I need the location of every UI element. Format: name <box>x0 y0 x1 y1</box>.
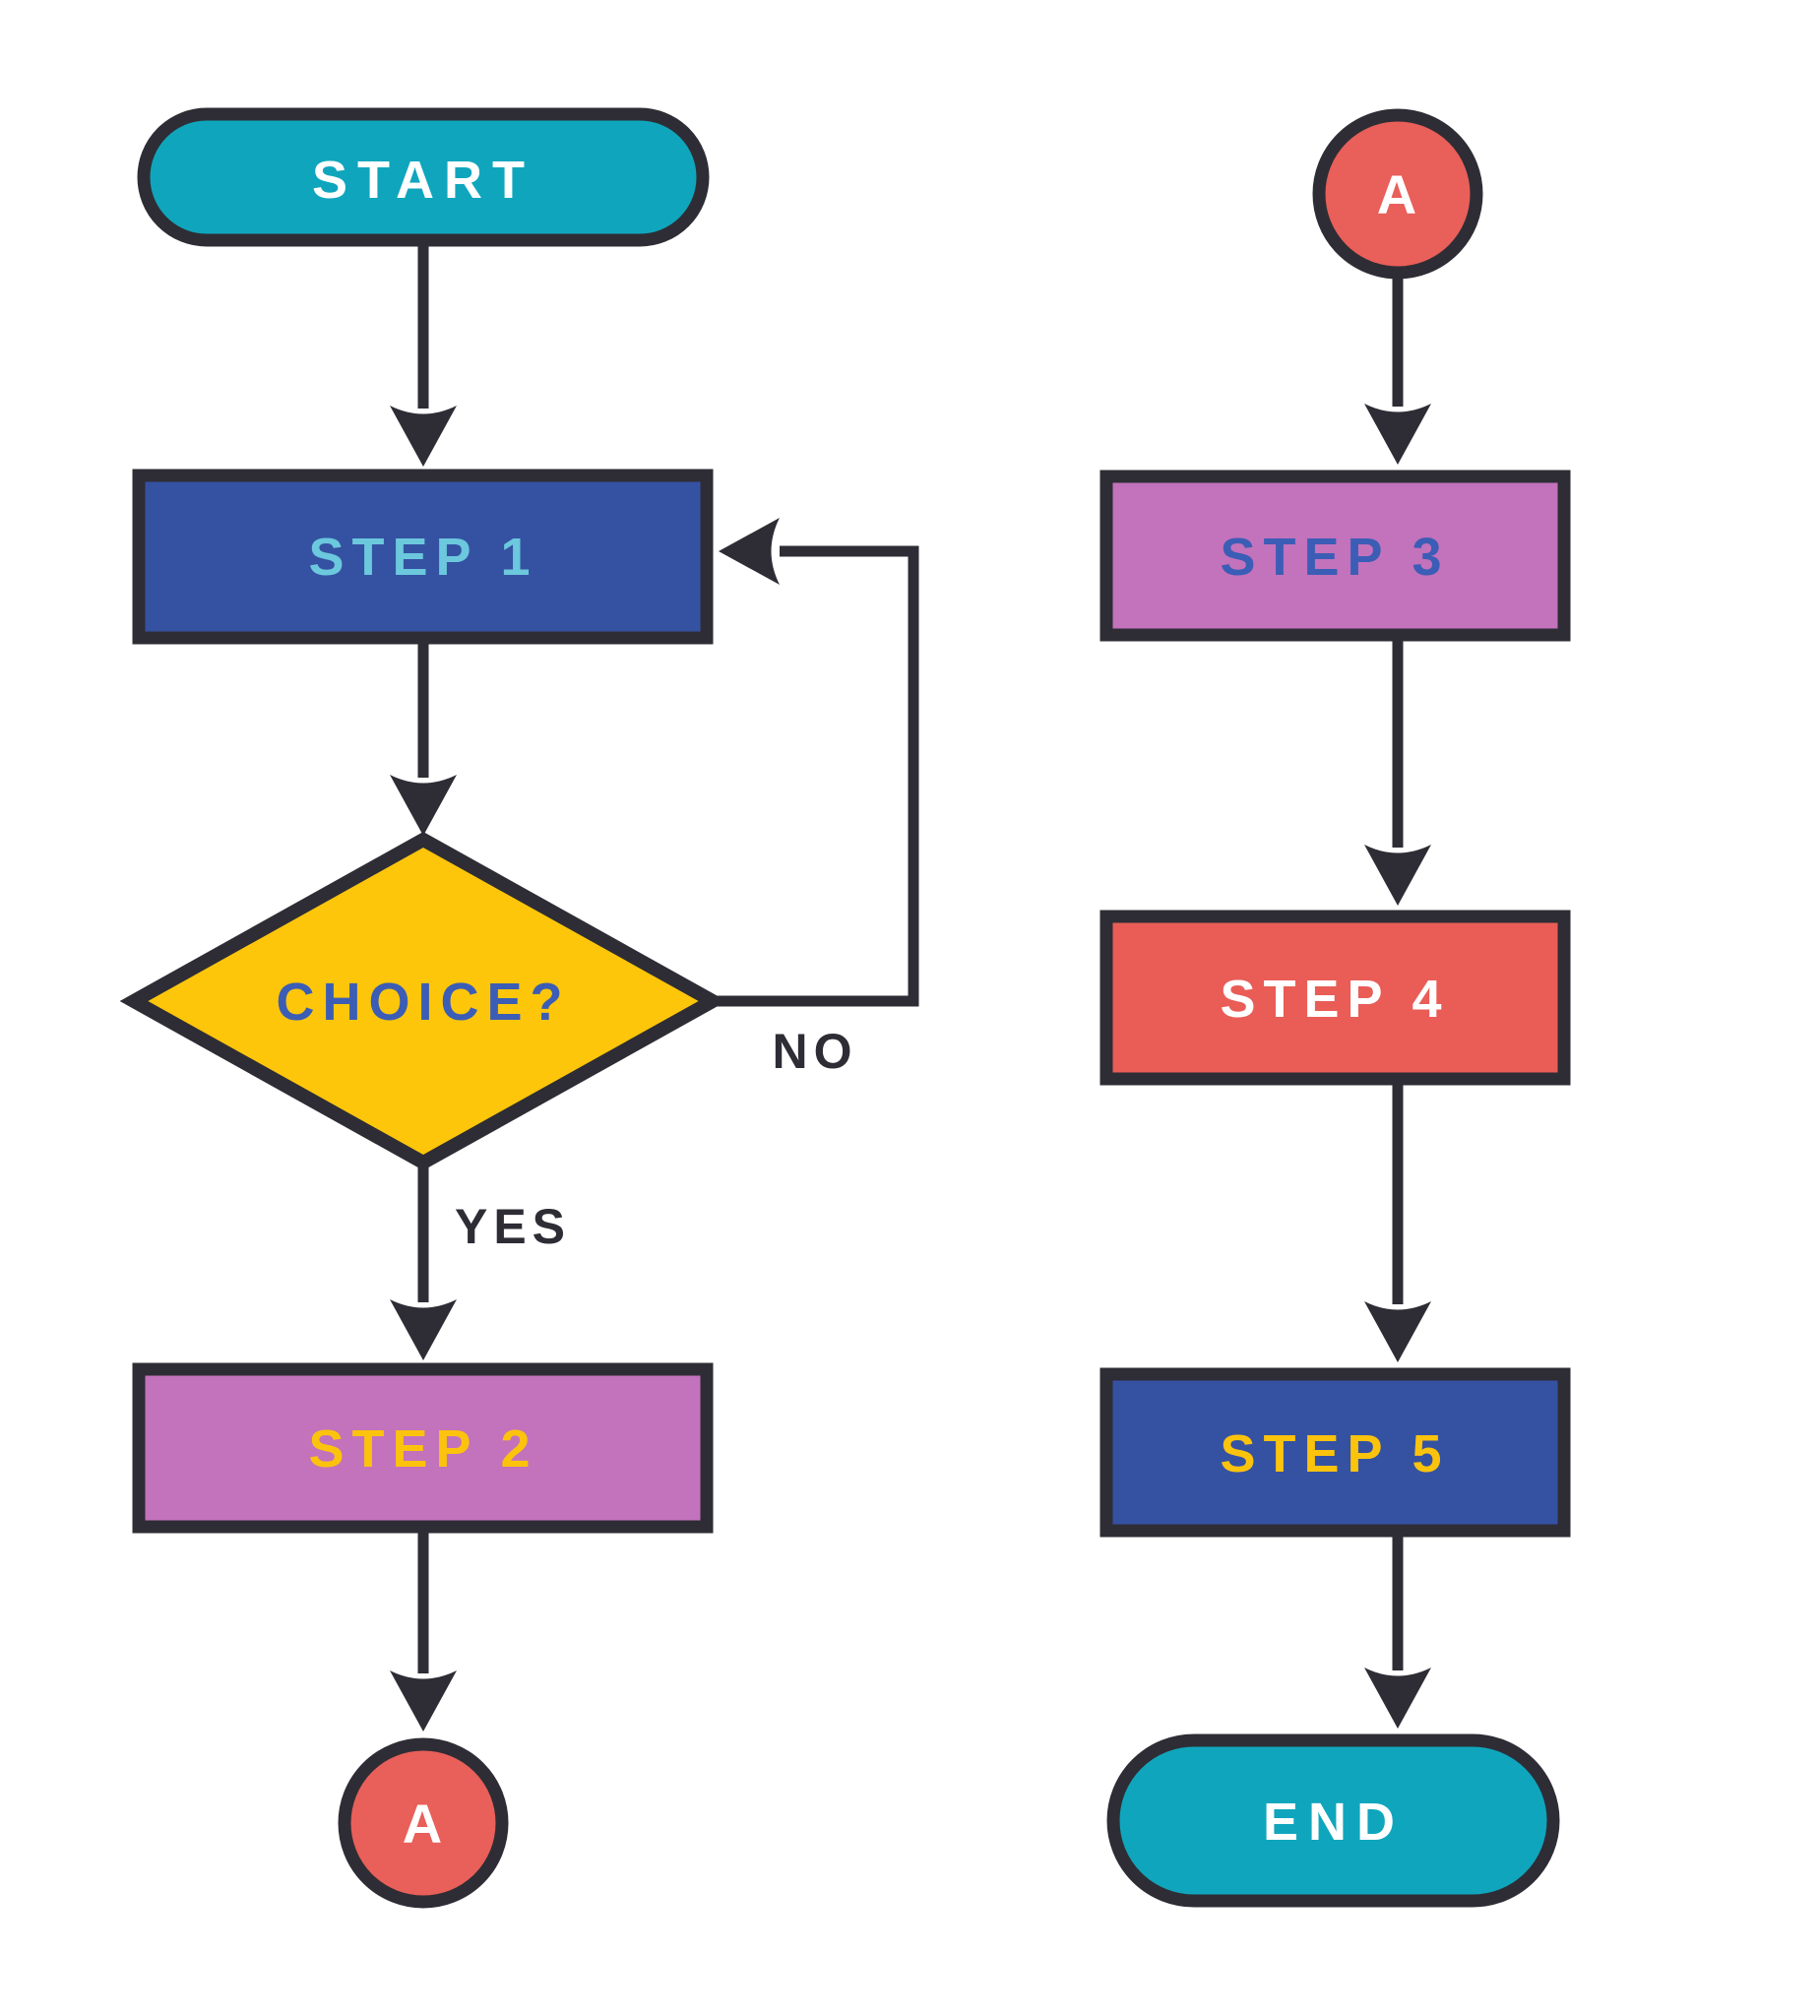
a-left-circle-shape <box>338 1737 509 1909</box>
a-left-label: A <box>403 1793 444 1855</box>
arrow-step2-to-a <box>390 1527 457 1732</box>
node-step2: STEP 2 <box>132 1362 714 1534</box>
arrow-down-icon <box>1364 1668 1431 1729</box>
step2-label: STEP 2 <box>308 1419 537 1479</box>
arrow-start-to-step1 <box>390 246 457 467</box>
arrow-down-icon <box>1364 404 1431 465</box>
connector-a-right: A <box>1312 108 1483 280</box>
arrow-down-icon <box>390 406 457 467</box>
a-right-label: A <box>1377 163 1418 225</box>
start-label: START <box>312 151 534 210</box>
arrow-step3-to-step4 <box>1364 635 1431 906</box>
edge-yes: YES <box>390 1163 571 1360</box>
step3-box-shape <box>1099 470 1571 642</box>
no-loop-line <box>713 545 919 1007</box>
step1-box-shape <box>132 469 714 645</box>
node-step3: STEP 3 <box>1099 470 1571 642</box>
end-pill-shape <box>1106 1733 1560 1908</box>
arrow-step4-to-step5 <box>1364 1079 1431 1362</box>
arrow-step1-to-choice <box>390 638 457 836</box>
node-step5: STEP 5 <box>1099 1367 1571 1538</box>
step4-label: STEP 4 <box>1220 970 1449 1029</box>
no-label: NO <box>773 1024 858 1079</box>
end-label: END <box>1263 1793 1405 1852</box>
yes-label: YES <box>455 1199 571 1254</box>
arrow-left-icon <box>719 518 780 585</box>
node-step1: STEP 1 <box>132 469 714 645</box>
a-right-circle-shape <box>1312 108 1483 280</box>
step3-label: STEP 3 <box>1220 528 1449 587</box>
arrow-down-icon <box>390 775 457 836</box>
arrow-a-to-step3 <box>1364 279 1431 465</box>
node-start: START <box>137 107 710 247</box>
step1-label: STEP 1 <box>308 528 537 587</box>
step2-box-shape <box>132 1362 714 1534</box>
arrow-down-icon <box>390 1299 457 1360</box>
arrow-down-icon <box>1364 845 1431 906</box>
step5-box-shape <box>1099 1367 1571 1538</box>
step5-label: STEP 5 <box>1220 1424 1449 1483</box>
start-pill-shape <box>137 107 710 247</box>
step4-box-shape <box>1099 910 1571 1086</box>
arrow-down-icon <box>390 1670 457 1732</box>
node-end: END <box>1106 1733 1560 1908</box>
node-step4: STEP 4 <box>1099 910 1571 1086</box>
connector-a-left: A <box>338 1737 509 1909</box>
edge-no-loop: NO <box>713 518 919 1079</box>
arrow-step5-to-end <box>1364 1531 1431 1729</box>
arrow-down-icon <box>1364 1301 1431 1362</box>
choice-label: CHOICE? <box>277 973 571 1032</box>
